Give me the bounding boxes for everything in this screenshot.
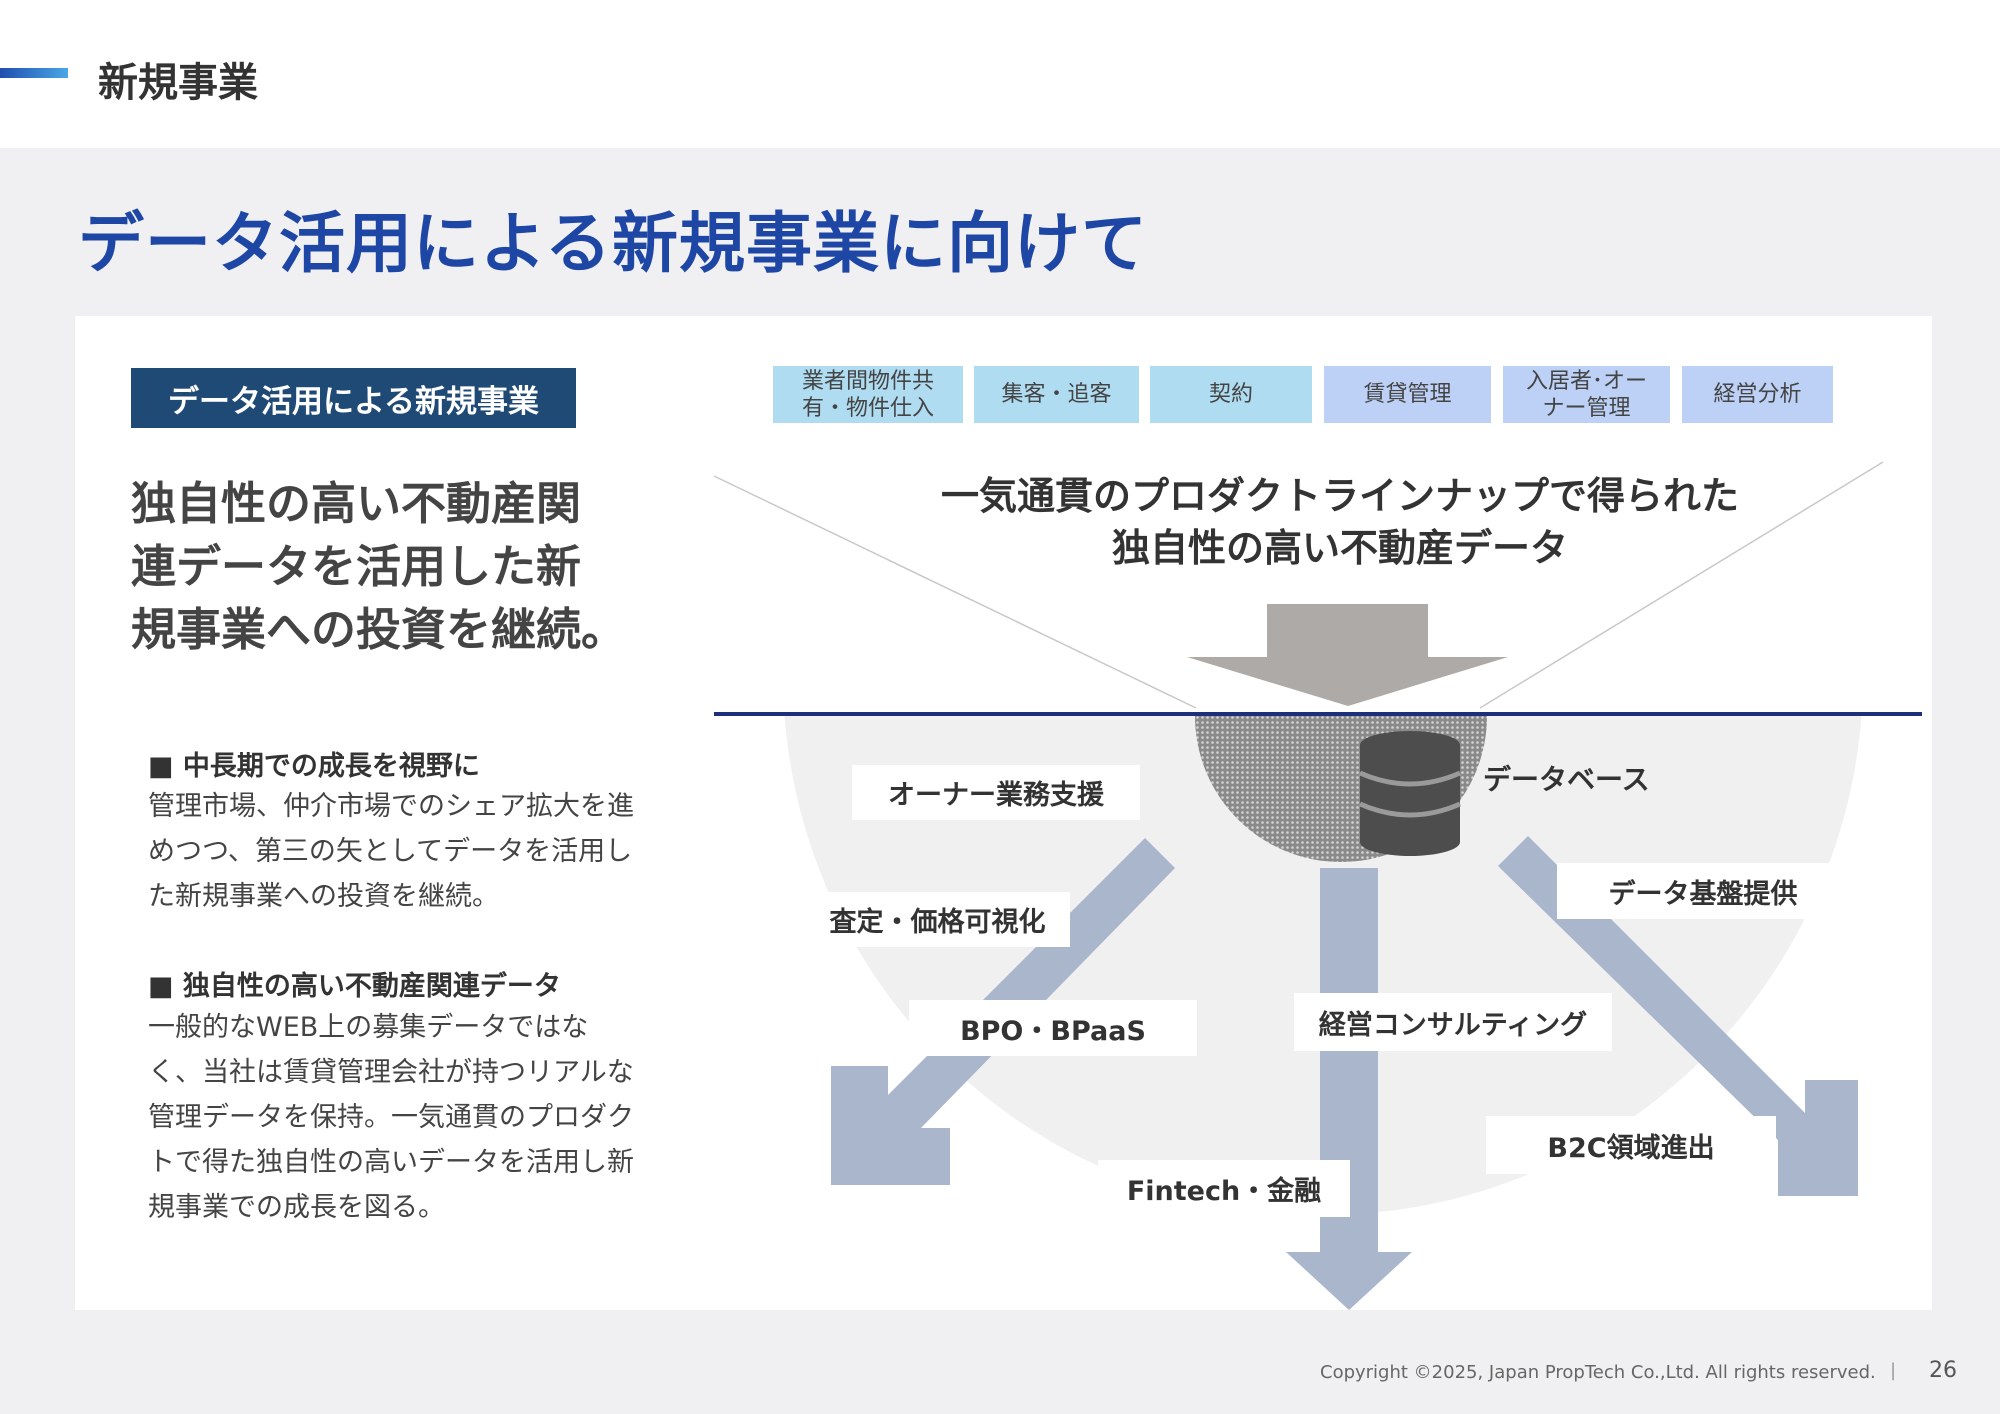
footer-copyright: Copyright ©2025, Japan PropTech Co.,Ltd.…: [1320, 1362, 1876, 1383]
product-pill-resident-owner-management: 入居者･オー ナー管理: [1503, 366, 1670, 423]
data-heading: 一気通貫のプロダクトラインナップで得られた 独自性の高い不動産データ: [880, 470, 1800, 574]
label-b2c: B2C領域進出: [1486, 1116, 1776, 1174]
data-heading-line: 一気通貫のプロダクトラインナップで得られた: [940, 474, 1739, 518]
database-label: データベース: [1483, 763, 1650, 796]
data-inflow-arrow: [1187, 604, 1508, 706]
arrow-down: [1286, 868, 1412, 1310]
data-heading-line: 独自性の高い不動産データ: [1111, 526, 1568, 570]
funnel-line-right: [1479, 461, 1884, 709]
section-label: 新規事業: [98, 60, 258, 106]
point-body-data: 一般的なWEB上の募集データではなく、当社は賃貸管理会社が持つリアルな管理データ…: [148, 1012, 634, 1223]
label-owner-support: オーナー業務支援: [852, 765, 1140, 820]
point-heading-data: ■ 独自性の高い不動産関連データ: [148, 971, 561, 1002]
product-pill-contract: 契約: [1150, 366, 1312, 423]
label-fintech: Fintech・金融: [1098, 1160, 1350, 1217]
lead-line: 連データを活用した新: [131, 540, 582, 593]
product-pill-rental-management: 賃貸管理: [1324, 366, 1491, 423]
topic-tag: データ活用による新規事業: [131, 368, 576, 428]
header-accent-bar: [0, 68, 68, 78]
arrow-down-right: [1498, 836, 1858, 1196]
point-heading-growth: ■ 中長期での成長を視野に: [148, 751, 480, 782]
label-bpo: BPO・BPaaS: [909, 1000, 1197, 1056]
lead-line: 規事業への投資を継続。: [131, 603, 627, 656]
lead-statement: 独自性の高い不動産関 連データを活用した新 規事業への投資を継続。: [131, 472, 651, 661]
footer-separator: |: [1890, 1360, 1897, 1381]
product-pill-listing-sharing: 業者間物件共 有・物件仕入: [773, 366, 963, 423]
page-title: データ活用による新規事業に向けて: [78, 205, 1149, 282]
header-band: [0, 0, 2000, 148]
label-data-platform: データ基盤提供: [1557, 863, 1849, 919]
funnel-line-left: [713, 475, 1197, 709]
point-body-growth: 管理市場、仲介市場でのシェア拡大を進めつつ、第三の矢としてデータを活用した新規事…: [148, 791, 634, 912]
product-pill-customer-acquisition: 集客・追客: [974, 366, 1139, 423]
product-pill-business-analysis: 経営分析: [1682, 366, 1833, 423]
label-valuation: 査定・価格可視化: [805, 892, 1070, 947]
database-icon: [1358, 731, 1462, 856]
page-number: 26: [1929, 1358, 1957, 1383]
label-consulting: 経営コンサルティング: [1294, 993, 1612, 1051]
lead-line: 独自性の高い不動産関: [131, 477, 582, 530]
